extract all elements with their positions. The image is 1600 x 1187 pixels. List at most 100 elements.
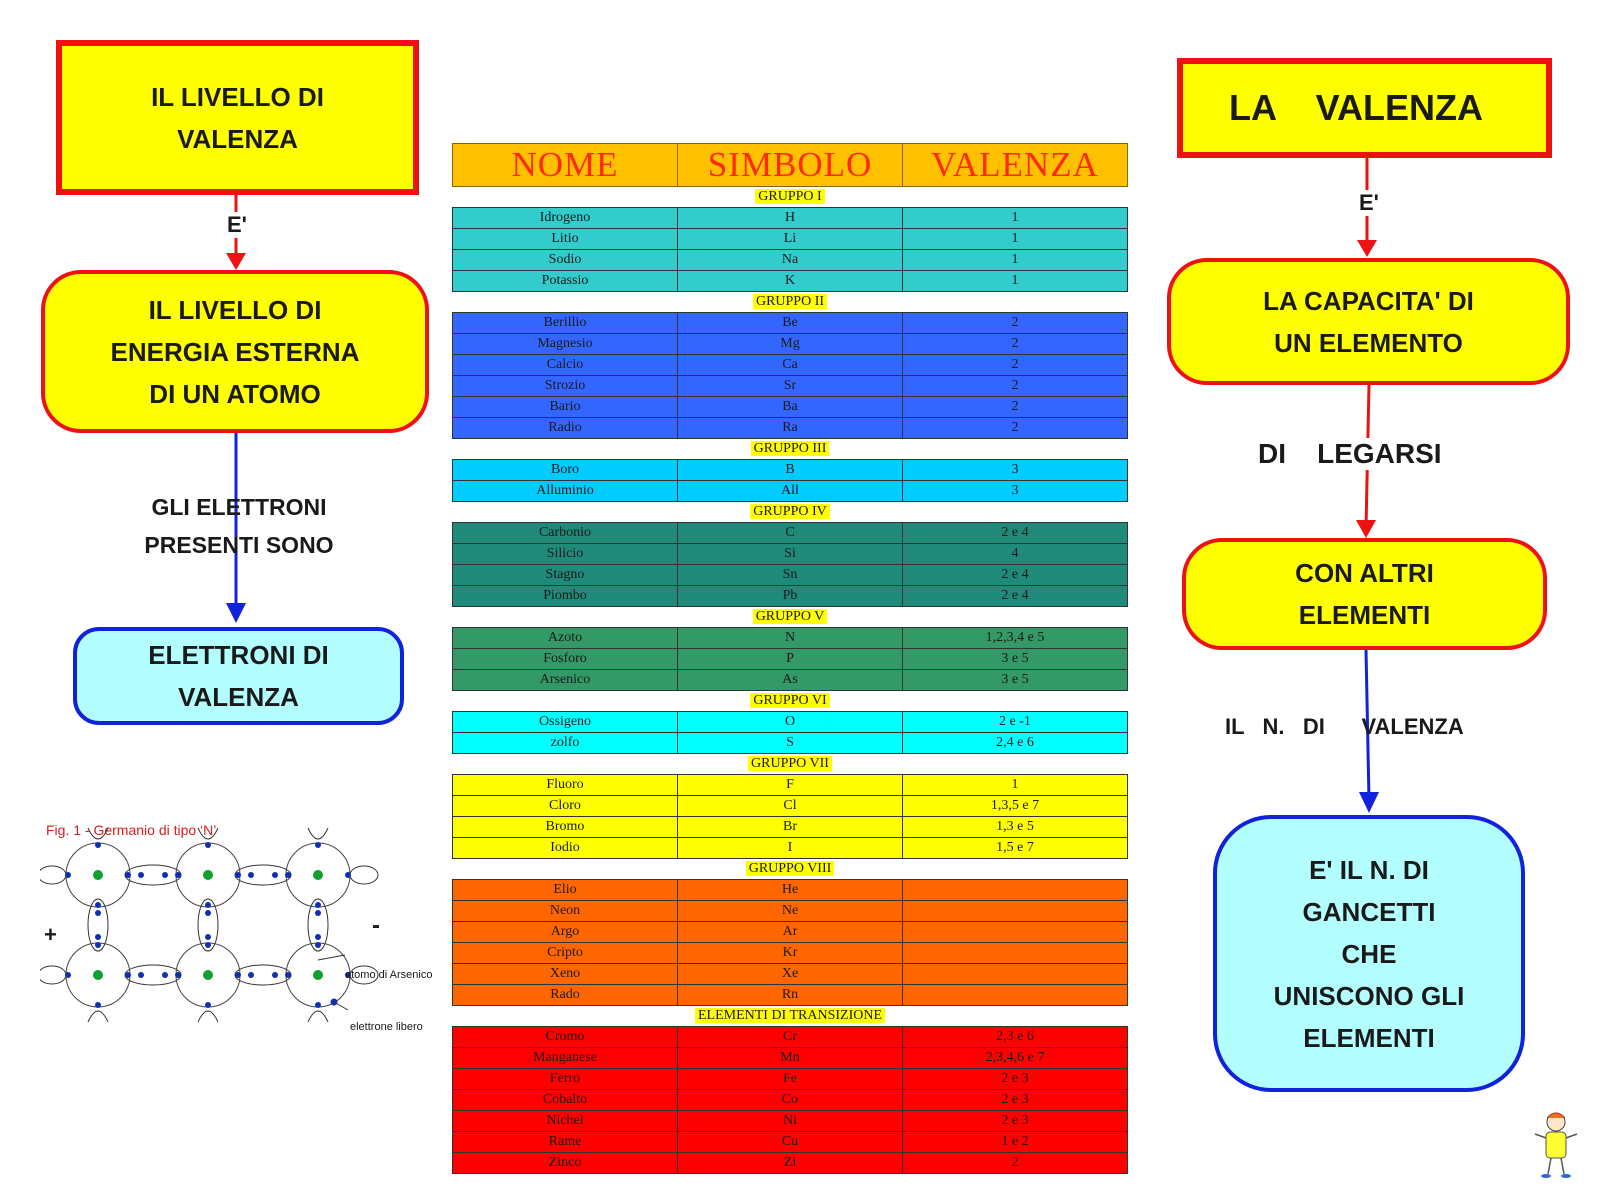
right-n-valenza-label: IL N. DI VALENZA — [1225, 714, 1464, 739]
lattice-bond — [124, 864, 182, 886]
figure-caption: Fig. 1 - Germanio di tipo ‘N’ — [46, 822, 217, 838]
element-name-cell: Carbonio — [452, 522, 678, 544]
lattice-electron — [345, 972, 351, 978]
group-label: GRUPPO VIII — [745, 861, 835, 876]
element-symbol-cell: All — [677, 480, 903, 502]
element-name-cell: Stagno — [452, 564, 678, 586]
lattice-bond — [234, 864, 292, 886]
lattice-electron — [95, 934, 101, 940]
lattice-electron — [205, 934, 211, 940]
lattice-electron — [205, 910, 211, 916]
element-symbol-cell: Cu — [677, 1131, 903, 1153]
lattice-electron — [272, 972, 278, 978]
element-symbol-cell: C — [677, 522, 903, 544]
lattice-nucleus — [203, 970, 213, 980]
group-header-row: ELEMENTI DI TRANSIZIONE — [452, 1005, 1128, 1027]
element-valence-cell: 2 — [902, 1152, 1128, 1174]
right-title-box: LA VALENZA — [1177, 58, 1552, 158]
right-altri-text: CON ALTRI ELEMENTI — [1295, 558, 1434, 630]
element-valence-cell: 1 — [902, 207, 1128, 229]
lattice-bond — [234, 964, 292, 986]
lattice-electron — [175, 872, 181, 878]
element-name-cell: Potassio — [452, 270, 678, 292]
element-name-cell: Calcio — [452, 354, 678, 376]
left-title-text: IL LIVELLO DI VALENZA — [151, 81, 324, 154]
lattice-electron — [205, 842, 211, 848]
left-result-box: ELETTRONI DI VALENZA — [73, 627, 404, 725]
lattice-bond — [124, 964, 182, 986]
element-valence-cell: 2,3,4,6 e 7 — [902, 1047, 1128, 1069]
element-symbol-cell: Ba — [677, 396, 903, 418]
element-name-cell: Sodio — [452, 249, 678, 271]
element-valence-cell: 1 e 2 — [902, 1131, 1128, 1153]
element-valence-cell: 1 — [902, 774, 1128, 796]
element-name-cell: Arsenico — [452, 669, 678, 691]
lattice-bond — [349, 865, 379, 885]
right-e-label: E' — [1357, 190, 1381, 216]
lattice-electron — [65, 872, 71, 878]
element-valence-cell: 1 — [902, 228, 1128, 250]
element-valence-cell: 2 — [902, 396, 1128, 418]
table-header-row: NOME SIMBOLO VALENZA — [452, 143, 1128, 187]
element-name-cell: zolfo — [452, 732, 678, 754]
element-name-cell: Fluoro — [452, 774, 678, 796]
element-valence-cell: 3 e 5 — [902, 669, 1128, 691]
group-label: GRUPPO III — [750, 441, 830, 456]
lattice-electron — [315, 1002, 321, 1008]
group-header-row: GRUPPO I — [452, 186, 1128, 208]
element-valence-cell: 1 — [902, 270, 1128, 292]
element-valence-cell: 1,3,5 e 7 — [902, 795, 1128, 817]
element-name-cell: Silicio — [452, 543, 678, 565]
left-definition-box: IL LIVELLO DI ENERGIA ESTERNA DI UN ATOM… — [41, 270, 429, 433]
element-name-cell: Piombo — [452, 585, 678, 607]
lattice-electron — [125, 872, 131, 878]
element-valence-cell: 2 — [902, 375, 1128, 397]
arrow-right-altri-to-gancetti — [1364, 649, 1371, 801]
element-symbol-cell: Ra — [677, 417, 903, 439]
element-valence-cell: 3 — [902, 459, 1128, 481]
element-symbol-cell: S — [677, 732, 903, 754]
lattice-electron — [175, 972, 181, 978]
element-valence-cell — [902, 900, 1128, 922]
element-name-cell: Magnesio — [452, 333, 678, 355]
element-symbol-cell: P — [677, 648, 903, 670]
element-symbol-cell: Rn — [677, 984, 903, 1006]
mascot-icon — [1534, 1112, 1578, 1178]
right-capacity-box: LA CAPACITA' DI UN ELEMENTO — [1167, 258, 1570, 385]
element-valence-cell: 2 — [902, 354, 1128, 376]
element-symbol-cell: Ni — [677, 1110, 903, 1132]
group-label: GRUPPO VI — [750, 693, 830, 708]
left-connector-label: GLI ELETTRONI PRESENTI SONO — [144, 494, 334, 558]
figure-plus-sign: + — [44, 922, 57, 947]
lattice-electron — [315, 842, 321, 848]
element-name-cell: Elio — [452, 879, 678, 901]
element-symbol-cell: H — [677, 207, 903, 229]
group-label: GRUPPO V — [752, 609, 828, 624]
germanium-lattice-figure — [40, 827, 379, 1023]
element-valence-cell: 2 e 4 — [902, 585, 1128, 607]
group-header-cell: GRUPPO VII — [452, 753, 1128, 775]
lattice-electron — [235, 972, 241, 978]
element-valence-cell: 2 — [902, 312, 1128, 334]
group-header-cell: GRUPPO VIII — [452, 858, 1128, 880]
group-header-row: GRUPPO IV — [452, 501, 1128, 523]
group-header-row: GRUPPO II — [452, 291, 1128, 313]
element-name-cell: Iodio — [452, 837, 678, 859]
lattice-electron — [345, 872, 351, 878]
element-valence-cell — [902, 921, 1128, 943]
group-label: GRUPPO I — [755, 189, 825, 204]
figure-arsenic-label: atomo di Arsenico — [345, 969, 433, 981]
